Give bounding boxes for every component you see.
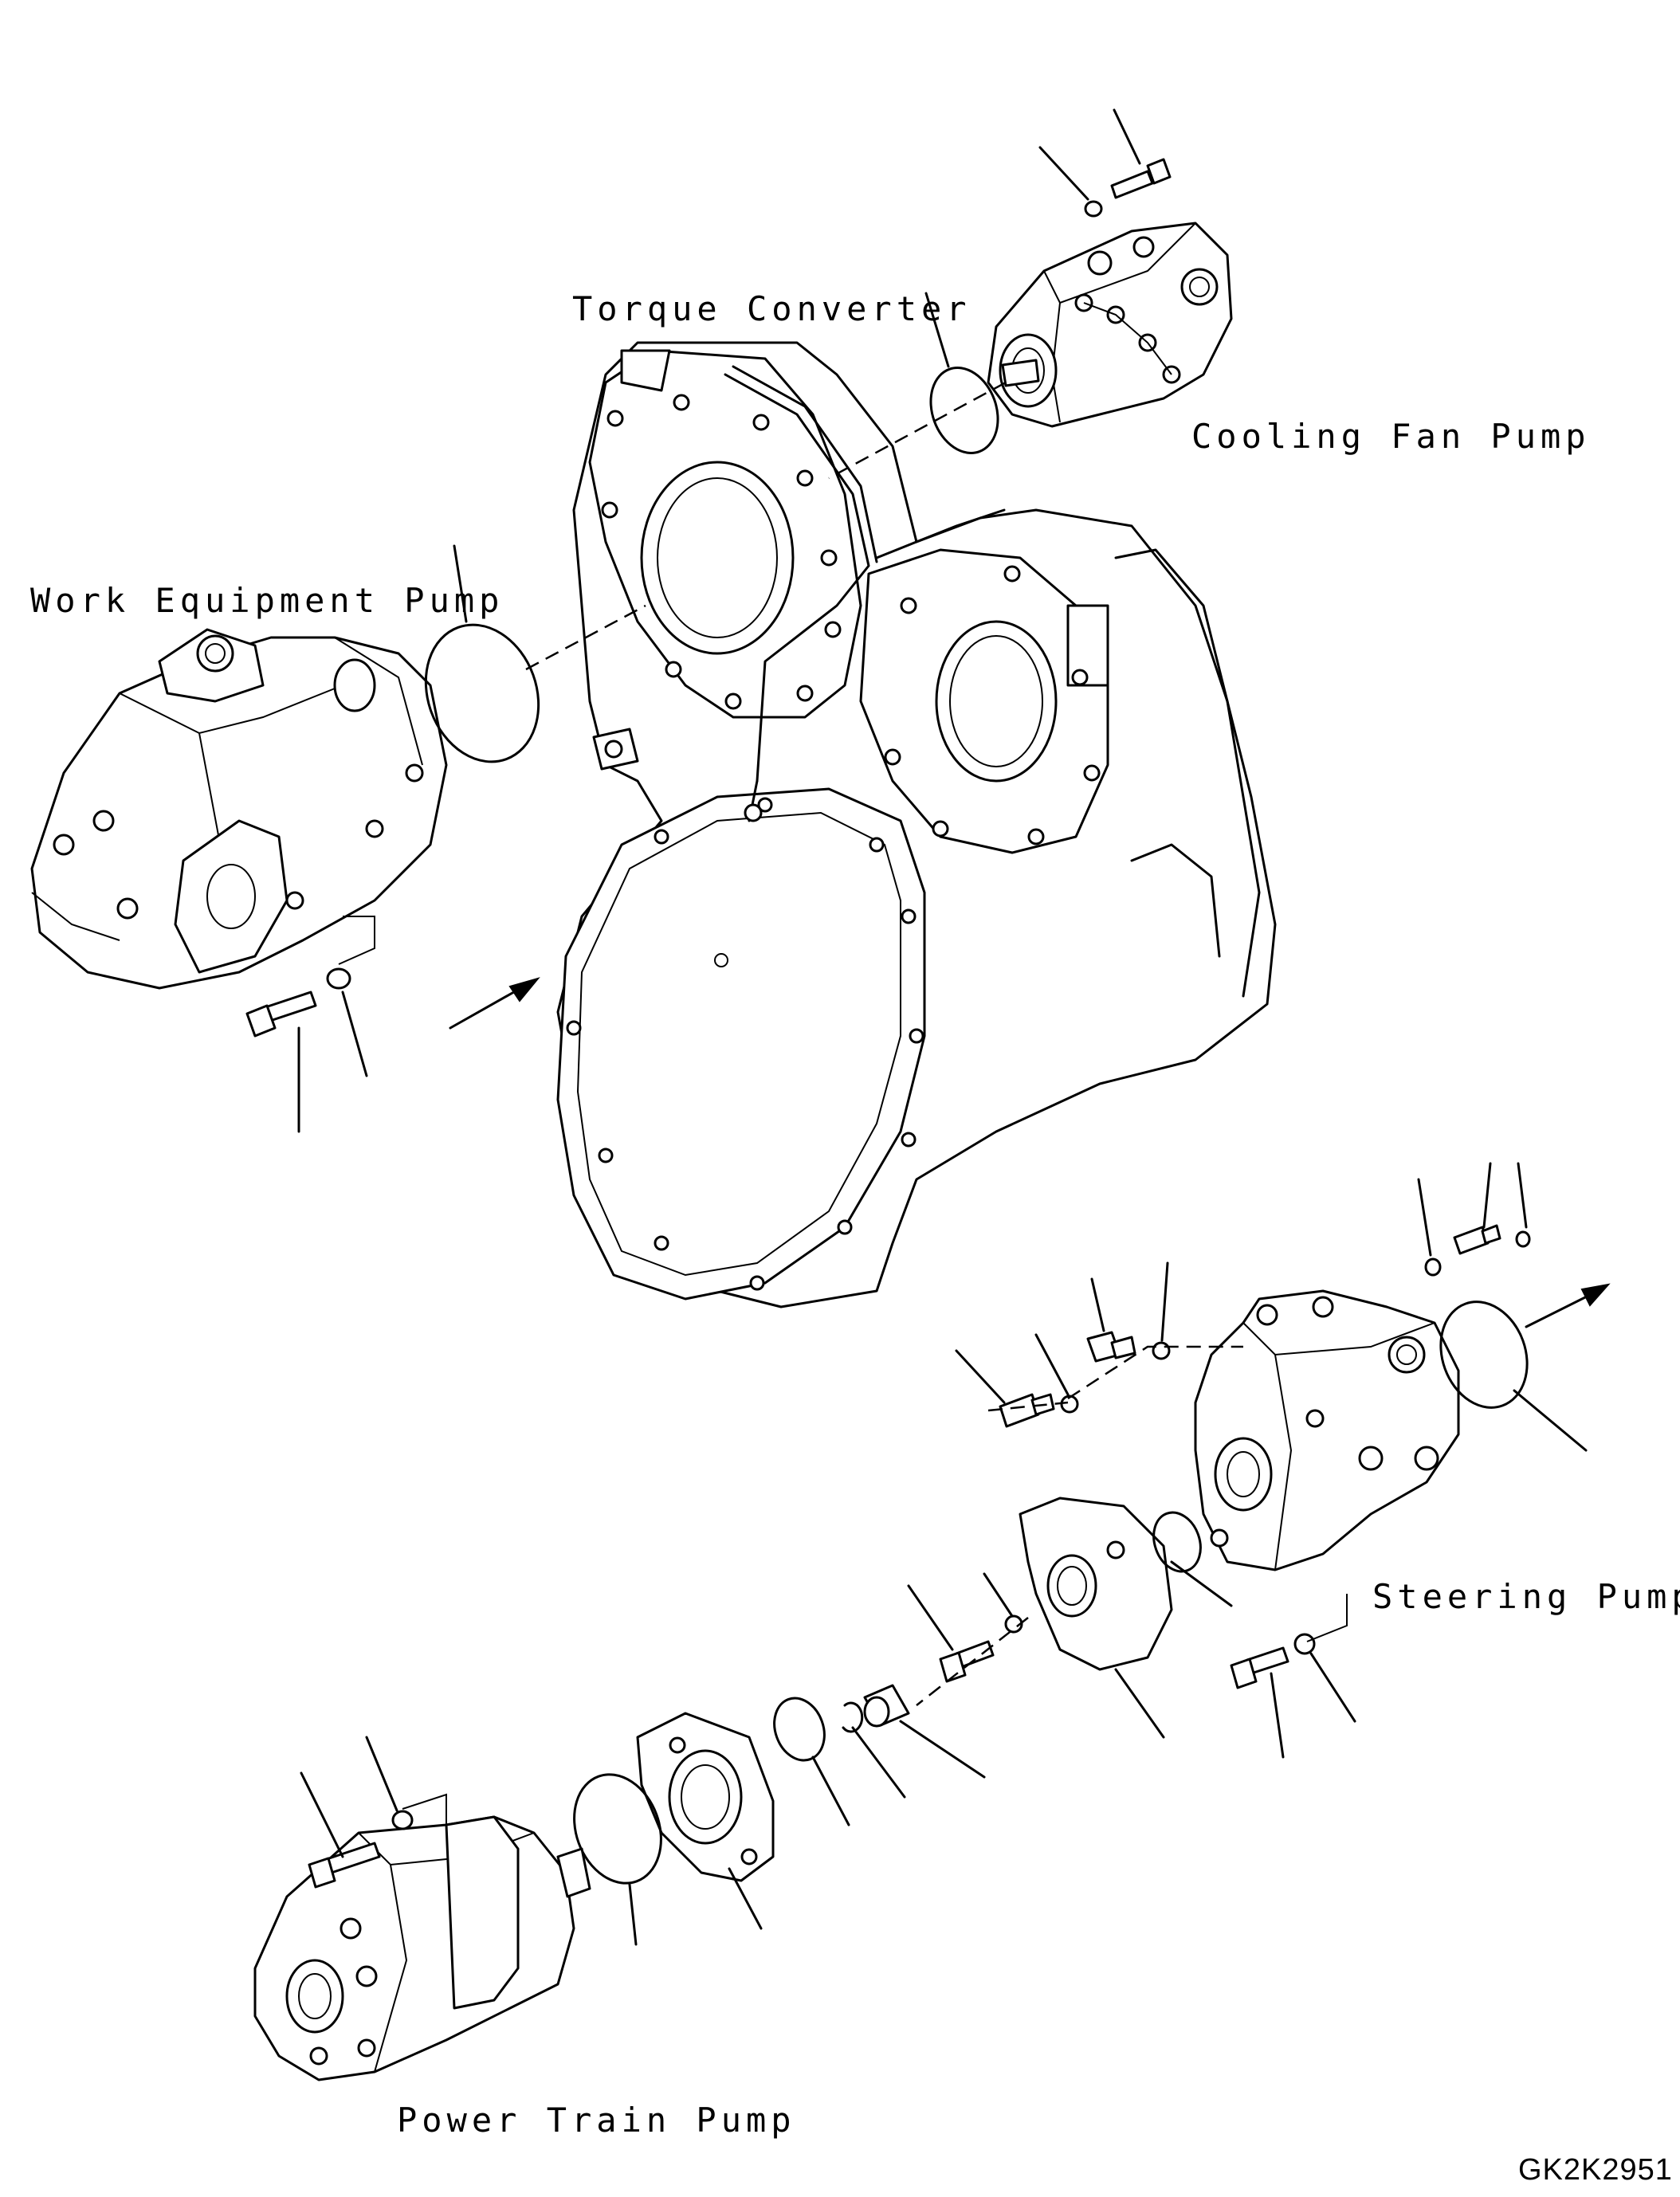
direction-arrows <box>449 977 1611 1328</box>
bushing <box>863 1684 910 1728</box>
steering-pump-fitting-tee <box>999 1393 1055 1428</box>
leader-lines <box>297 108 1588 1946</box>
adapter-o-ring-large <box>1152 1511 1202 1573</box>
spacer-plate <box>636 1712 775 1882</box>
adapter-bolt <box>939 1640 995 1683</box>
work-equipment-pump <box>30 628 448 990</box>
steering-pump-washer <box>1293 1633 1316 1655</box>
torque-converter-label: Torque Converter <box>572 289 971 328</box>
cooling-fan-pump <box>987 222 1233 428</box>
figure-code: GK2K2951 <box>1518 2153 1673 2187</box>
steering-pump-o-ring <box>1439 1301 1529 1409</box>
work-equipment-pump-washer <box>326 967 351 990</box>
cooling-fan-pump-washer <box>1084 200 1103 218</box>
cooling-fan-pump-bolt <box>1110 158 1172 199</box>
steering-pump-seal-1 <box>1152 1341 1171 1360</box>
work-equipment-pump-label: Work Equipment Pump <box>30 581 504 620</box>
housing-bolts <box>566 394 1101 1291</box>
power-train-pump <box>253 1815 591 2081</box>
steering-pump-seal-4 <box>1515 1230 1531 1248</box>
snap-ring <box>842 1701 864 1733</box>
assembly-lines <box>338 381 1348 1825</box>
power-train-pump-label: Power Train Pump <box>397 2101 796 2140</box>
steering-pump-label: Steering Pump <box>1372 1577 1680 1616</box>
adapter-o-ring-small <box>773 1697 826 1762</box>
adapter-washer <box>1004 1614 1023 1634</box>
work-equipment-pump-o-ring <box>424 623 540 763</box>
power-train-pump-bolt <box>308 1842 381 1889</box>
steering-pump <box>1194 1289 1460 1571</box>
steering-pump-fitting-elbow <box>1086 1331 1136 1363</box>
steering-pump-bolt <box>1230 1646 1289 1689</box>
power-train-pump-o-ring <box>573 1773 662 1885</box>
work-equipment-pump-bolt <box>245 991 317 1038</box>
adapter-flange <box>1019 1497 1173 1671</box>
torque-converter-housing <box>556 341 1277 1308</box>
power-train-pump-washer <box>391 1810 414 1830</box>
cooling-fan-pump-label: Cooling Fan Pump <box>1191 417 1591 456</box>
steering-pump-seal-3 <box>1424 1257 1442 1277</box>
steering-pump-fitting-plug <box>1453 1224 1501 1255</box>
